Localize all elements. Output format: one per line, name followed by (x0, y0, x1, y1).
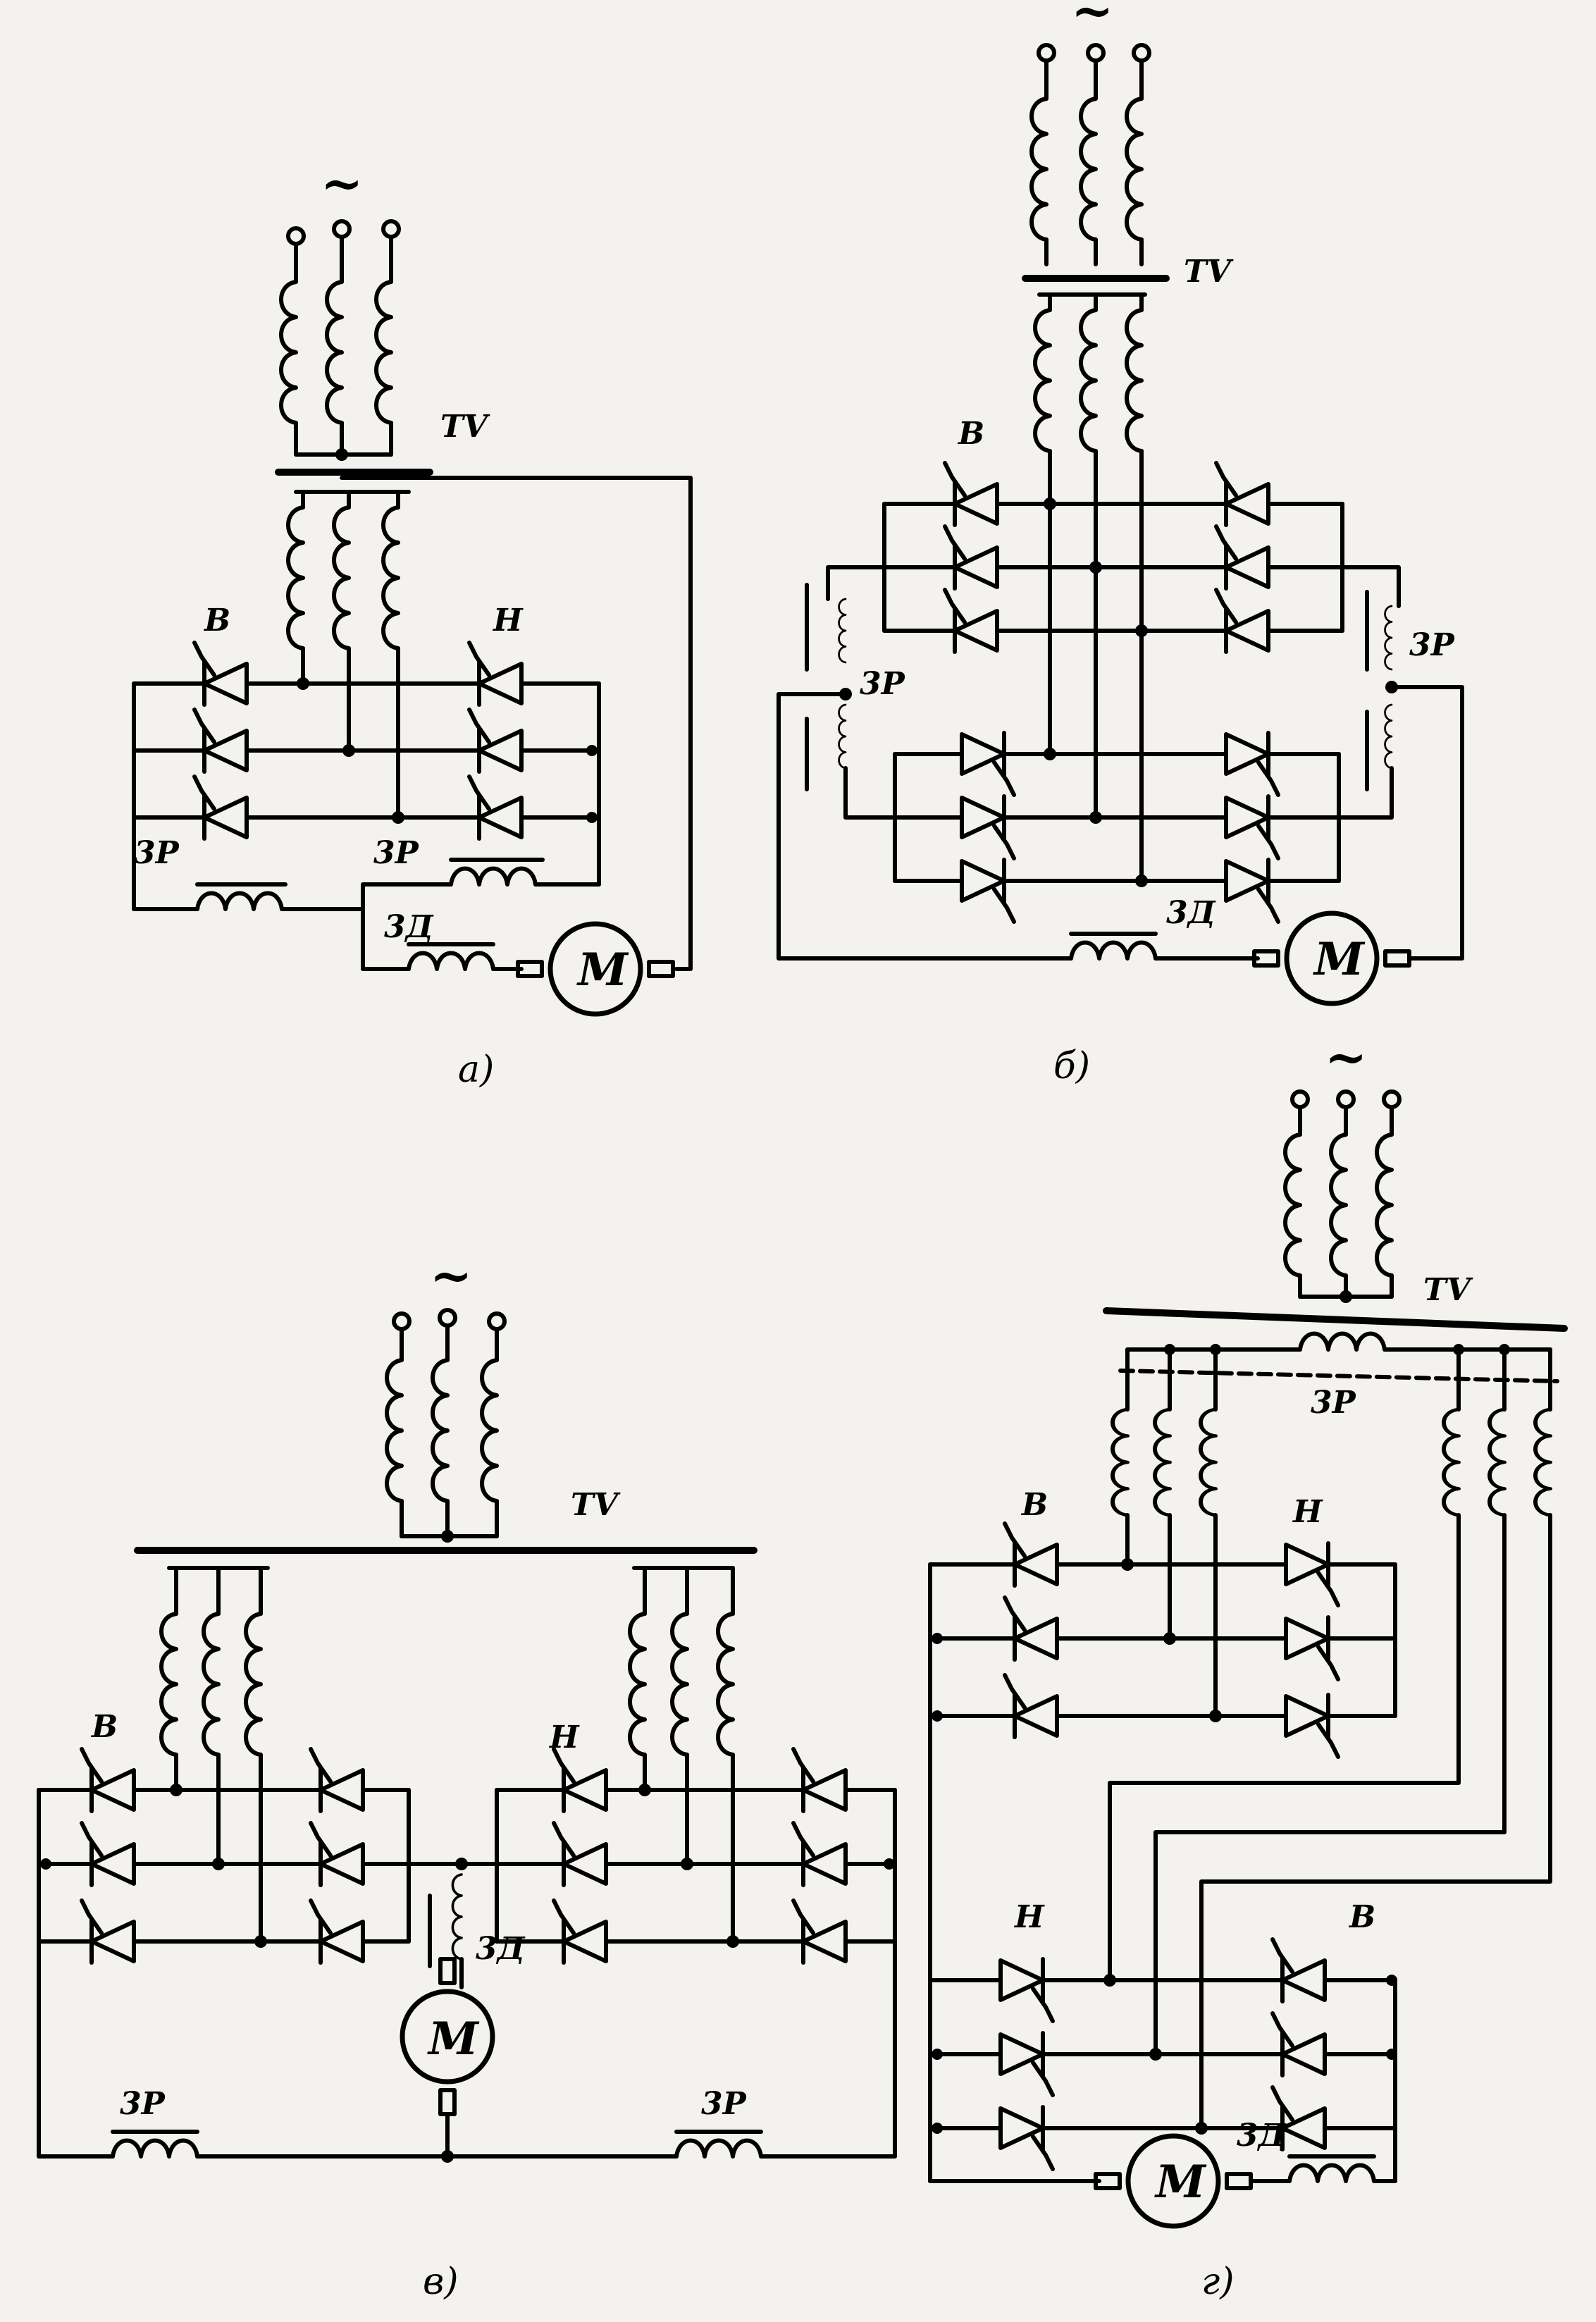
supply-terminal (1382, 1089, 1402, 1109)
thyristor-group-lower-right (1226, 733, 1278, 922)
forward-group-label: В (957, 416, 984, 452)
reactor-label: 3Р (701, 2086, 748, 2122)
reactor-label: 3Р (1311, 1385, 1357, 1421)
motor-label: М (427, 2013, 480, 2065)
ac-source-symbol: ~ (321, 153, 363, 213)
secondary-winding (1113, 1409, 1215, 1515)
field-label: 3Д (1166, 895, 1216, 931)
thyristor-group-lower-left (962, 733, 1014, 922)
secondary-winding (1444, 1409, 1550, 1515)
forward-group-label: В (1348, 1899, 1375, 1935)
primary-winding (281, 282, 391, 423)
equalizing-reactor (838, 703, 847, 770)
motor-label: М (576, 944, 629, 996)
transformer-label: TV (440, 409, 490, 445)
thyristor-group-forward-b (311, 1749, 363, 1963)
transformer-label: TV (571, 1487, 621, 1523)
forward-group-label: В (203, 603, 230, 638)
supply-terminal (1336, 1089, 1356, 1109)
supply-terminal (392, 1311, 412, 1331)
primary-winding (1032, 99, 1142, 240)
reactor-label: 3Р (120, 2086, 166, 2122)
panel-v: ~ TV (37, 1245, 897, 2303)
thyristor-group-forward (194, 643, 247, 839)
thyristor-group-reverse-b (793, 1749, 846, 1963)
supply-terminal (487, 1311, 507, 1331)
transformer-core (1103, 1307, 1568, 1332)
thyristor-group-reverse-lower (1001, 1959, 1053, 2169)
smoothing-reactor (197, 894, 282, 910)
equalizing-reactor (1384, 605, 1393, 671)
equalizing-reactor (1300, 1334, 1385, 1350)
field-label: 3Д (1237, 2118, 1287, 2154)
smoothing-reactor (676, 2141, 761, 2157)
primary-winding (387, 1360, 497, 1501)
panel-b: ~ TV В (777, 0, 1464, 1087)
field-winding (409, 953, 493, 970)
motor-label: М (1313, 933, 1366, 986)
panel-a: ~ TV (132, 153, 693, 1091)
reverse-group-label: Н (548, 1719, 580, 1755)
thyristor-group-reverse (1286, 1543, 1338, 1757)
field-winding (1289, 2166, 1374, 2182)
reactor-label: 3Р (373, 835, 420, 871)
supply-terminal (381, 219, 401, 239)
motor-label: М (1154, 2156, 1207, 2209)
secondary-winding (630, 1614, 733, 1755)
supply-terminal (1037, 43, 1056, 63)
reactor-label: 3Р (134, 835, 180, 871)
ac-source-symbol: ~ (1071, 0, 1113, 40)
thyristor-group-reverse (1216, 463, 1268, 652)
supply-terminal (1290, 1089, 1310, 1109)
panel-g: ~ TV 3Р (928, 1027, 1568, 2303)
supply-terminal (1086, 43, 1106, 63)
reactor-label: 3Р (1409, 627, 1456, 663)
supply-terminal (332, 219, 352, 239)
panel-caption: г) (1201, 2261, 1235, 2303)
panel-caption: а) (458, 1049, 494, 1091)
thyristor-group-reverse (469, 643, 521, 839)
ac-source-symbol: ~ (430, 1245, 472, 1305)
field-winding (1071, 943, 1156, 959)
secondary-winding (288, 507, 398, 648)
field-label: 3Д (476, 1931, 526, 1967)
panel-caption: б) (1053, 1045, 1090, 1087)
equalizing-reactor (838, 598, 847, 664)
supply-terminal (1132, 43, 1151, 63)
secondary-winding (1035, 310, 1142, 451)
transformer-label: TV (1184, 254, 1234, 290)
ac-source-symbol: ~ (1325, 1027, 1367, 1087)
smoothing-reactor (451, 869, 536, 885)
reverse-group-label: Н (492, 603, 524, 638)
forward-group-label: В (90, 1709, 118, 1745)
panel-caption: в) (423, 2261, 459, 2303)
transformer-label: TV (1423, 1272, 1473, 1308)
thyristor-group-forward (945, 463, 997, 652)
forward-group-label: В (1020, 1487, 1048, 1523)
thyristor-group-forward (1005, 1524, 1057, 1737)
primary-winding (1285, 1135, 1392, 1276)
smoothing-reactor (113, 2141, 197, 2157)
field-label: 3Д (384, 909, 434, 945)
supply-terminal (286, 226, 306, 246)
reactor-label: 3Р (860, 666, 906, 702)
secondary-winding (161, 1614, 261, 1755)
thyristor-group-forward (82, 1749, 134, 1963)
field-winding (451, 1873, 463, 1960)
supply-terminal (438, 1308, 457, 1328)
reverse-group-label: Н (1013, 1899, 1045, 1935)
thyristor-group-reverse (554, 1749, 606, 1963)
equalizing-reactor (1384, 703, 1393, 770)
reverse-group-label: Н (1292, 1494, 1323, 1530)
